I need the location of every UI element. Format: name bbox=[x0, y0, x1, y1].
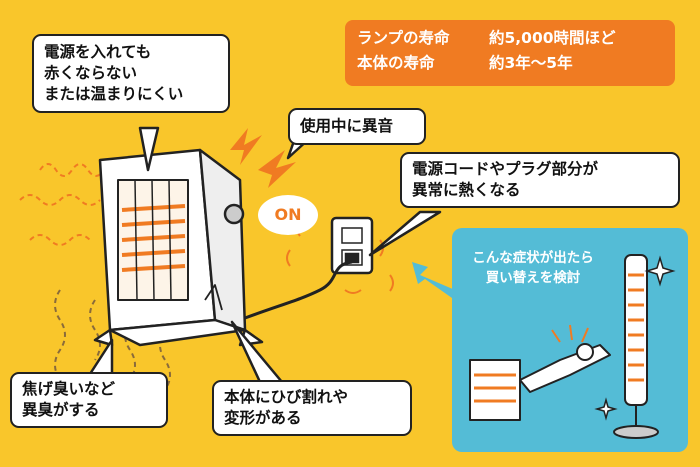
hot-cord-line-1: 電源コードやプラグ部分が bbox=[412, 160, 599, 178]
no-heat-line-1: 電源を入れても bbox=[44, 43, 152, 61]
body-lifespan-row: 本体の寿命 約3年〜5年 bbox=[357, 51, 663, 76]
panel-spark-lines bbox=[551, 324, 589, 343]
smell-line-2: 異臭がする bbox=[22, 400, 100, 419]
on-badge: ON bbox=[258, 195, 318, 235]
crack-line-1: 本体にひび割れや bbox=[224, 388, 349, 406]
bubble-burning-smell: 焦げ臭いなど 異臭がする bbox=[10, 372, 168, 428]
outlet-icon bbox=[330, 216, 374, 275]
sparkle-icon bbox=[594, 255, 676, 421]
lifespan-info-box: ランプの寿命 約5,000時間ほど 本体の寿命 約3年〜5年 bbox=[345, 20, 675, 86]
heat-waves bbox=[19, 163, 105, 246]
body-lifespan-label: 本体の寿命 bbox=[357, 53, 435, 72]
smell-line-1: 焦げ臭いなど bbox=[22, 380, 116, 398]
lamp-lifespan-row: ランプの寿命 約5,000時間ほど bbox=[357, 26, 663, 51]
no-heat-line-3: または温まりにくい bbox=[44, 84, 184, 103]
body-lifespan-value: 約3年〜5年 bbox=[489, 53, 573, 72]
crack-line-2: 変形がある bbox=[224, 408, 302, 427]
arrow-icon bbox=[412, 262, 455, 298]
bubble-no-heat: 電源を入れても 赤くならない または温まりにくい bbox=[32, 34, 230, 113]
power-cord bbox=[244, 260, 353, 320]
replace-line-1: こんな症状が出たら bbox=[472, 250, 594, 266]
spark-icon bbox=[230, 128, 296, 188]
replace-line-2: 買い替えを検討 bbox=[485, 270, 581, 287]
no-heat-line-2: 赤くならない bbox=[44, 63, 138, 82]
bubble-noise: 使用中に異音 bbox=[288, 108, 426, 145]
replace-panel-text: こんな症状が出たら 買い替えを検討 bbox=[458, 248, 608, 289]
hot-cord-line-2: 異常に熱くなる bbox=[412, 180, 521, 199]
bubble-crack: 本体にひび割れや 変形がある bbox=[212, 380, 412, 436]
noise-text: 使用中に異音 bbox=[300, 117, 394, 135]
lamp-lifespan-value: 約5,000時間ほど bbox=[489, 29, 616, 47]
new-heater-illustration bbox=[469, 254, 659, 439]
heater-illustration bbox=[93, 148, 264, 347]
bubble-hot-cord: 電源コードやプラグ部分が 異常に熱くなる bbox=[400, 152, 680, 208]
lamp-lifespan-label: ランプの寿命 bbox=[357, 29, 450, 47]
